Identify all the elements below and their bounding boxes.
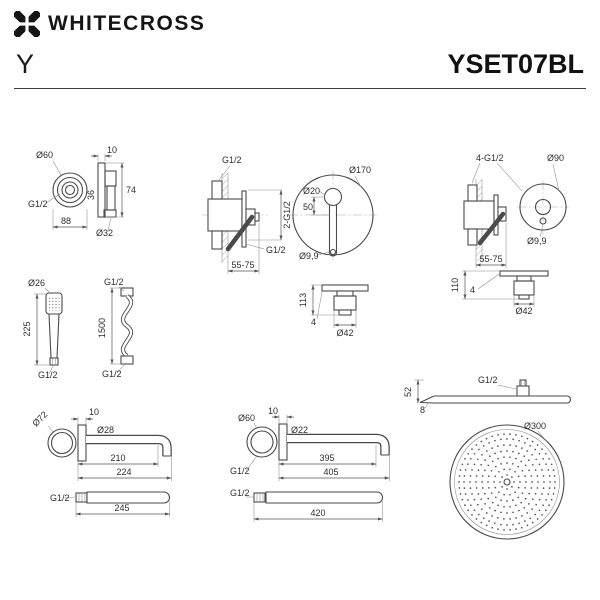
- dim-label: 4: [311, 317, 316, 327]
- thread-label: G1/2: [478, 375, 498, 385]
- series-title: Y: [16, 49, 35, 79]
- dim-label: 245: [114, 503, 129, 513]
- thread-label: G1/2: [222, 155, 242, 165]
- dim-label: Ø26: [28, 278, 45, 288]
- dim-label: Ø9,9: [299, 251, 319, 261]
- diverter-lever: [477, 211, 506, 246]
- dim-label: Ø60: [238, 413, 255, 423]
- dim-label: Ø170: [349, 165, 371, 175]
- wall-hatch: [476, 179, 482, 203]
- thread-label: G1/2: [104, 277, 124, 287]
- head-rim-circle: [449, 424, 565, 540]
- mixer-front-drawing: Ø170 Ø20 50 Ø9,9: [289, 165, 377, 261]
- dim-label: 74: [126, 185, 136, 195]
- sku-title: YSET07BL: [447, 49, 584, 79]
- dim-label: 88: [61, 216, 71, 226]
- diverter-plate-circle: [519, 183, 567, 231]
- whitecross-x-icon: [14, 11, 40, 37]
- head-slab: [419, 395, 572, 404]
- mixer-side-drawing: G1/2 2-G1/2 G1/2 55-75: [202, 155, 292, 274]
- dim-label: 395: [319, 453, 334, 463]
- dim-label: 10: [89, 407, 99, 417]
- head-side-drawing: G1/2 52 8: [403, 375, 572, 415]
- thread-label: G1/2: [50, 493, 70, 503]
- dim-label: 225: [22, 321, 32, 336]
- dim-label: 8: [420, 405, 425, 415]
- dim-label: Ø32: [96, 228, 113, 238]
- wall-elbow-arm-drawing: Ø72 10 Ø28 210 224: [30, 407, 172, 481]
- dim-label: 4: [470, 285, 475, 295]
- thread-label: G1/2: [230, 488, 250, 498]
- flange-circle: [246, 426, 278, 458]
- wall-hatch: [222, 173, 228, 199]
- dim-label: 50: [303, 202, 313, 212]
- thread-label: G1/2: [230, 466, 250, 476]
- dim-label: Ø42: [515, 306, 532, 316]
- dim-label: Ø28: [97, 425, 114, 435]
- wall-outlet-drawing: Ø60 10 36 74 G1/2 88 Ø32: [28, 145, 136, 238]
- dim-label: 10: [107, 145, 117, 155]
- dim-label: 55-75: [231, 260, 254, 270]
- ceiling-arm-drawing: Ø60 10 Ø22 395 405 G1/2 G1/2 420: [230, 406, 390, 522]
- technical-drawings: Ø60 10 36 74 G1/2 88 Ø32: [22, 145, 572, 540]
- dim-label: 1500: [97, 318, 107, 338]
- arm-tube-straight: [265, 491, 383, 504]
- dim-label: Ø22: [291, 425, 308, 435]
- dim-label: 405: [323, 467, 338, 477]
- arm-tube: [86, 491, 170, 504]
- short-arm-drawing: G1/2 245: [50, 491, 170, 517]
- nozzle-dots: [458, 433, 556, 531]
- brand-name: WHITECROSS: [48, 12, 206, 35]
- thread-label: G1/2: [28, 199, 48, 209]
- thread-label: G1/2: [266, 245, 286, 255]
- title-row: Y YSET07BL: [14, 37, 586, 89]
- valve-trim-drawing: 113 4 Ø42: [298, 284, 369, 338]
- dim-label: Ø72: [30, 409, 49, 428]
- hose-drawing: G1/2 1500 G1/2: [97, 277, 134, 379]
- dim-label: 10: [268, 406, 278, 416]
- hand-shower-handle: [48, 313, 60, 359]
- thread-label: 2-G1/2: [282, 201, 292, 229]
- spout-knurl: [513, 280, 535, 296]
- mixer-lever: [225, 214, 255, 252]
- dim-label: 52: [403, 387, 413, 397]
- hand-shower-drawing: Ø26 225 G1/2: [22, 278, 63, 380]
- brand-logo: WHITECROSS: [14, 11, 586, 37]
- outlet-flange-circle: [52, 172, 88, 208]
- header: WHITECROSS: [0, 0, 600, 37]
- spout-knurl: [333, 295, 357, 311]
- dim-label: 55-75: [479, 254, 502, 264]
- dim-label: Ø20: [303, 186, 320, 196]
- dim-label: 110: [450, 278, 460, 292]
- dim-label: Ø90: [547, 153, 564, 163]
- dim-label: 36: [86, 190, 96, 200]
- diverter-drawing: 4-G1/2 Ø90 Ø9,9 55-75 110 4 Ø42: [450, 153, 569, 316]
- dim-label: Ø42: [336, 328, 353, 338]
- dim-label: Ø300: [524, 421, 546, 431]
- flange-circle: [47, 428, 77, 458]
- thread-label: 4-G1/2: [476, 153, 504, 163]
- dim-label: 210: [110, 453, 125, 463]
- thread-label: G1/2: [102, 369, 122, 379]
- dim-label: Ø60: [36, 150, 53, 160]
- head-face-drawing: Ø300: [449, 421, 565, 540]
- dim-label: 420: [310, 508, 325, 518]
- dim-label: Ø9,9: [527, 236, 547, 246]
- thread-label: G1/2: [38, 370, 58, 380]
- dim-label: 224: [116, 467, 131, 477]
- dim-label: 113: [298, 293, 308, 307]
